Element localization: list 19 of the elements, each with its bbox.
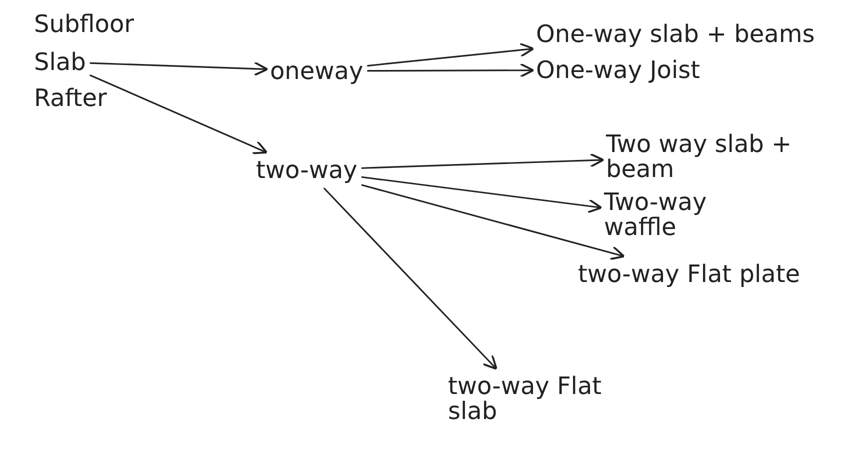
category-text: One-way slab + beams xyxy=(536,22,861,48)
arrow xyxy=(361,176,602,214)
category-text: two-way Flat plate xyxy=(578,262,803,288)
arrow xyxy=(367,42,534,67)
category-text: two-way xyxy=(256,158,371,184)
term-text: Rafter xyxy=(34,86,107,112)
category-text: Two way slab + beam xyxy=(606,132,866,182)
arrow xyxy=(323,187,498,370)
arrow xyxy=(361,152,604,169)
arrow xyxy=(90,61,268,76)
category-text: two-way Flat slab xyxy=(448,374,628,424)
term-text: Subfloor xyxy=(34,12,134,38)
root-term: Slab xyxy=(34,50,114,76)
category-text: One-way Joist xyxy=(536,58,746,84)
arrow xyxy=(361,184,626,260)
arrow xyxy=(90,74,268,154)
category-text: oneway xyxy=(270,59,370,84)
category-text: Two-way waffle xyxy=(604,190,754,240)
arrow xyxy=(367,62,534,78)
